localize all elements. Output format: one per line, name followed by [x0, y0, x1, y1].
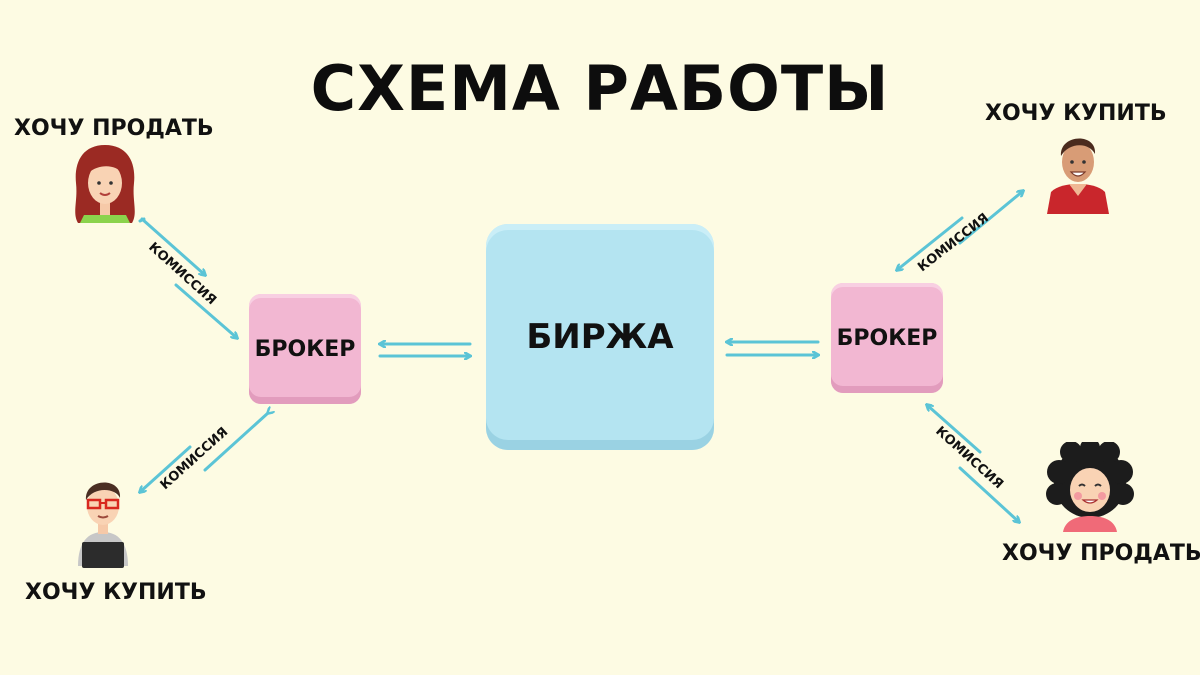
arrow-buyer-left-from-broker [140, 445, 192, 492]
page-title: СХЕМА РАБОТЫ [310, 52, 890, 125]
commission-label-left-bottom: КОМИССИЯ [158, 425, 232, 493]
arrow-buyer-right-from-broker [958, 191, 1023, 245]
arrow-buyer-right-to-broker [897, 216, 964, 270]
broker-left-node: БРОКЕР [249, 294, 361, 404]
broker-right-label: БРОКЕР [836, 325, 938, 351]
arrow-seller-right-to-broker [927, 405, 982, 454]
participant-label-right-bottom: ХОЧУ ПРОДАТЬ [1002, 541, 1200, 566]
woman-curly-hair-icon [1046, 442, 1134, 532]
exchange-label: БИРЖА [526, 317, 674, 357]
participant-label-left-top: ХОЧУ ПРОДАТЬ [14, 116, 214, 141]
commission-label-left-top: КОМИССИЯ [145, 240, 219, 308]
broker-right-node: БРОКЕР [831, 283, 943, 393]
man-red-shirt-icon [1047, 138, 1109, 214]
man-with-glasses-laptop-icon [78, 482, 128, 568]
broker-left-label: БРОКЕР [254, 336, 356, 362]
arrow-seller-left-to-broker [140, 217, 205, 275]
arrow-seller-right-from-broker [958, 466, 1019, 522]
exchange-node: БИРЖА [486, 224, 714, 450]
participant-label-left-bottom: ХОЧУ КУПИТЬ [25, 580, 207, 605]
arrow-seller-left-from-broker [174, 283, 237, 338]
woman-red-hair-icon [75, 145, 135, 223]
commission-label-right-top: КОМИССИЯ [915, 211, 992, 275]
commission-label-right-bottom: КОМИССИЯ [932, 424, 1006, 492]
arrow-buyer-left-to-broker [203, 413, 268, 472]
participant-label-right-top: ХОЧУ КУПИТЬ [985, 101, 1167, 126]
